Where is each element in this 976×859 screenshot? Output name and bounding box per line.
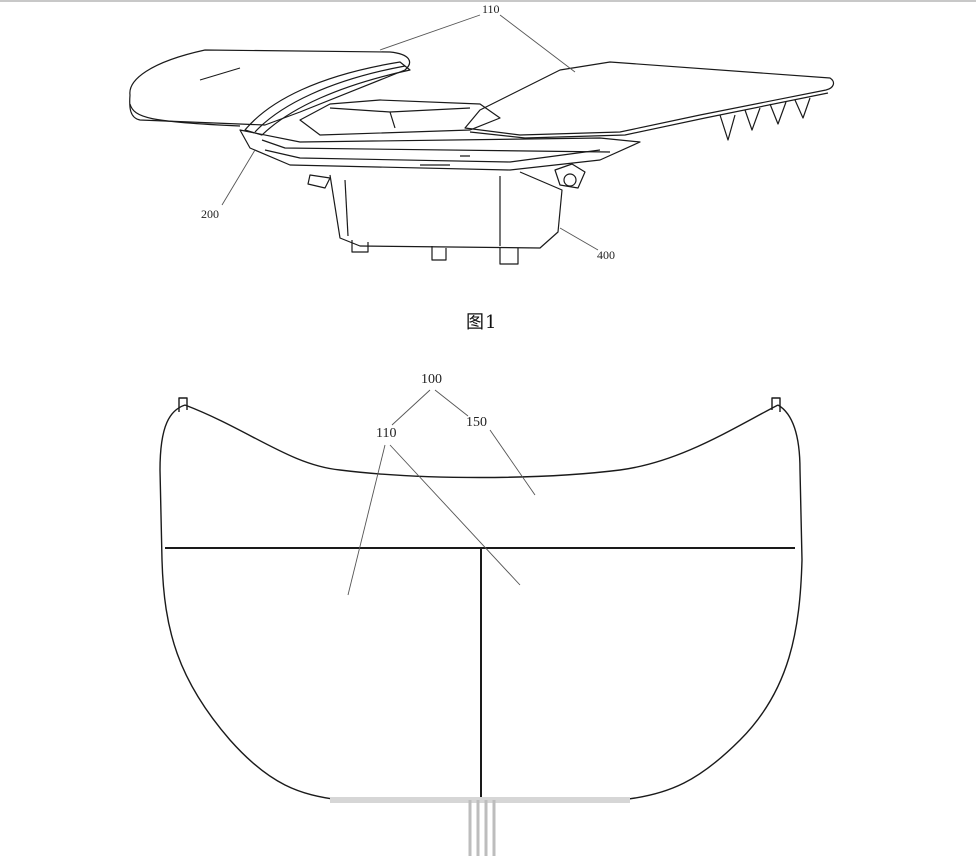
left-lid-edge	[129, 103, 241, 127]
label-150-fig2: 150	[466, 415, 487, 430]
top-border-line	[0, 0, 976, 2]
right-lid-panel	[464, 61, 835, 136]
plan-top-arc	[184, 404, 779, 479]
right-lid-pegs	[719, 97, 811, 141]
label-110-fig2: 110	[376, 426, 397, 441]
left-lid-panel	[129, 49, 411, 126]
label-400-fig1: 400	[597, 248, 615, 262]
label-100-fig2: 100	[421, 372, 442, 387]
leader-150	[489, 429, 536, 496]
label-200-fig1: 200	[201, 207, 219, 221]
right-corner-tab	[771, 397, 781, 412]
label-110-fig1: 110	[482, 2, 500, 16]
inner-well	[299, 99, 501, 136]
left-corner-tab	[178, 397, 188, 412]
side-mechanism	[554, 163, 586, 189]
basin-frame	[239, 129, 641, 171]
leader-110-right-fig2	[389, 444, 521, 586]
figure-1-caption: 图1	[466, 312, 498, 333]
leader-100-left	[391, 389, 431, 426]
figure-1-perspective-drawing	[129, 14, 835, 265]
left-lid-mark	[199, 67, 241, 81]
lower-tank	[329, 171, 563, 249]
tank-feet	[351, 240, 519, 265]
leader-110-left	[379, 14, 481, 51]
leader-110-left-fig2	[347, 444, 386, 596]
leader-400	[559, 227, 599, 251]
leader-100-right	[434, 389, 469, 417]
leader-110-right	[499, 14, 576, 73]
leader-200	[221, 149, 256, 206]
